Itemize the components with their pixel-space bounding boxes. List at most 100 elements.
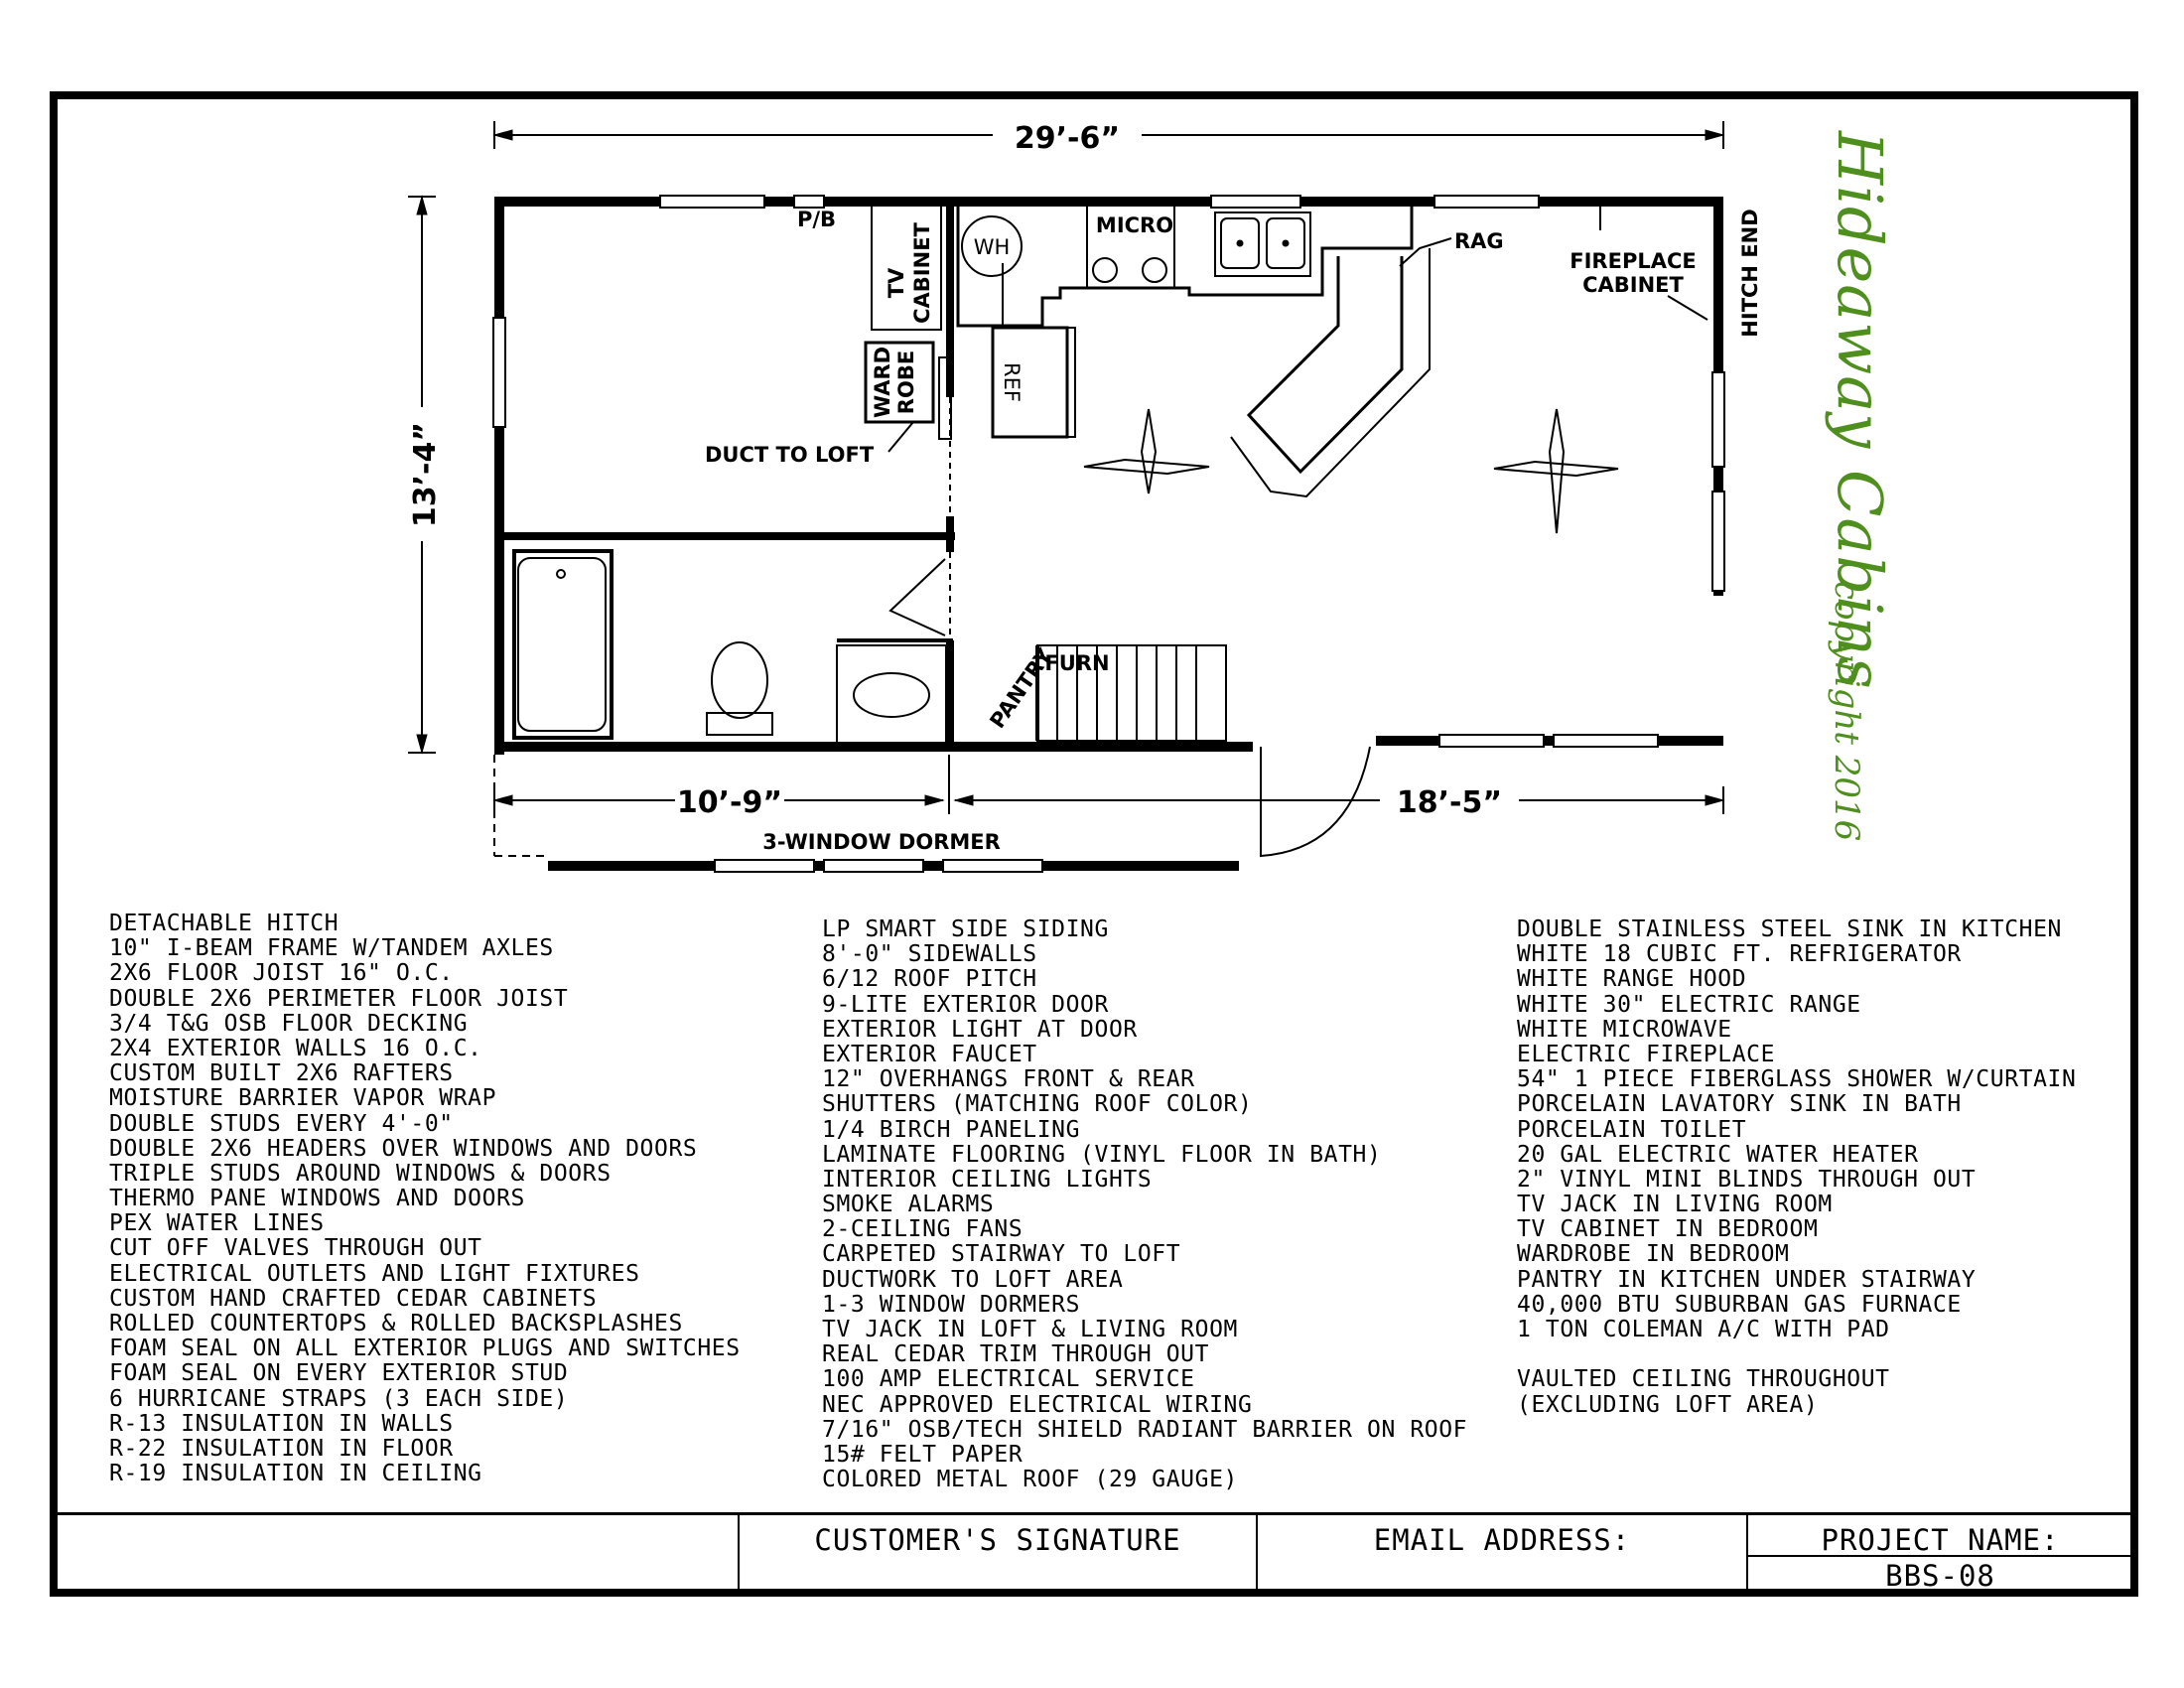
project-cell: PROJECT NAME: BBS-08 (1746, 1515, 2132, 1595)
spec-item: 100 AMP ELECTRICAL SERVICE (822, 1366, 1195, 1393)
spec-item: LAMINATE FLOORING (VINYL FLOOR IN BATH) (822, 1141, 1382, 1168)
spec-item: DOUBLE STUDS EVERY 4'-0" (109, 1110, 454, 1137)
windows (492, 195, 1725, 748)
label-dormer: 3-WINDOW DORMER (762, 830, 1001, 854)
stairway (1035, 644, 1227, 742)
label-micro: MICRO (1096, 213, 1173, 237)
spec-item: (EXCLUDING LOFT AREA) (1517, 1391, 1819, 1418)
spec-item: EXTERIOR LIGHT AT DOOR (822, 1016, 1138, 1043)
spec-item: PORCELAIN TOILET (1517, 1116, 1747, 1143)
spec-item: WHITE 18 CUBIC FT. REFRIGERATOR (1517, 941, 1962, 968)
spec-item: R-22 INSULATION IN FLOOR (109, 1435, 454, 1462)
spec-item: EXTERIOR FAUCET (822, 1041, 1037, 1067)
lavatory (836, 644, 947, 744)
spec-item: SHUTTERS (MATCHING ROOF COLOR) (822, 1091, 1253, 1118)
spec-item: DOUBLE 2X6 HEADERS OVER WINDOWS AND DOOR… (109, 1135, 698, 1162)
spec-item: 8'-0" SIDEWALLS (822, 941, 1037, 968)
spec-item: FOAM SEAL ON ALL EXTERIOR PLUGS AND SWIT… (109, 1336, 741, 1362)
label-fireplace-cabinet: CABINET (1582, 273, 1684, 297)
email-label: EMAIL ADDRESS: (1373, 1523, 1631, 1557)
project-divider (1748, 1555, 2132, 1557)
dormer (493, 755, 1239, 873)
spec-item: 2X4 EXTERIOR WALLS 16 O.C. (109, 1035, 482, 1061)
spec-item: 10" I-BEAM FRAME W/TANDEM AXLES (109, 935, 554, 962)
spec-item: R-19 INSULATION IN CEILING (109, 1461, 482, 1487)
sheet-border (50, 91, 2138, 1597)
spec-item: REAL CEDAR TRIM THROUGH OUT (822, 1341, 1210, 1368)
bathtub (512, 549, 614, 740)
toilet (711, 641, 768, 719)
email-cell[interactable]: EMAIL ADDRESS: (1256, 1515, 1746, 1595)
spec-item: TRIPLE STUDS AROUND WINDOWS & DOORS (109, 1160, 612, 1187)
spec-item: 2" VINYL MINI BLINDS THROUGH OUT (1517, 1166, 1977, 1193)
spec-item: LP SMART SIDE SIDING (822, 916, 1109, 942)
signature-label: CUSTOMER'S SIGNATURE (814, 1523, 1181, 1557)
label-furn: FURN (1044, 651, 1109, 675)
spec-item: 20 GAL ELECTRIC WATER HEATER (1517, 1141, 1919, 1168)
spec-item (1517, 1342, 2076, 1367)
label-hitch-end: HITCH END (1738, 209, 1762, 337)
spec-item: 1-3 WINDOW DORMERS (822, 1291, 1081, 1318)
spec-item: 7/16" OSB/TECH SHIELD RADIANT BARRIER ON… (822, 1416, 1468, 1443)
spec-item: 1 TON COLEMAN A/C WITH PAD (1517, 1317, 1890, 1342)
spec-item: DOUBLE STAINLESS STEEL SINK IN KITCHEN (1517, 916, 2062, 942)
spec-item: MOISTURE BARRIER VAPOR WRAP (109, 1085, 497, 1112)
wardrobe (864, 341, 935, 424)
ceiling-fan-left (1083, 408, 1210, 494)
spec-item: 6 HURRICANE STRAPS (3 EACH SIDE) (109, 1385, 569, 1412)
label-fireplace: FIREPLACE (1570, 249, 1696, 273)
entry-door (1260, 746, 1371, 858)
spec-item: 1/4 BIRCH PANELING (822, 1116, 1081, 1143)
spec-item: NEC APPROVED ELECTRICAL WIRING (822, 1391, 1253, 1418)
spec-item: WARDROBE IN BEDROOM (1517, 1241, 1790, 1268)
spec-item: WHITE MICROWAVE (1517, 1016, 1732, 1043)
project-label: PROJECT NAME: (1821, 1523, 2060, 1557)
label-tv: TV (885, 267, 908, 298)
spec-item: 2-CEILING FANS (822, 1216, 1024, 1243)
spec-item: R-13 INSULATION IN WALLS (109, 1410, 454, 1437)
spec-item: CUSTOM BUILT 2X6 RAFTERS (109, 1060, 454, 1087)
spec-item: TV CABINET IN BEDROOM (1517, 1216, 1819, 1243)
spec-item: 6/12 ROOF PITCH (822, 966, 1037, 993)
bathroom-door (888, 558, 946, 636)
signature-cell[interactable]: CUSTOMER'S SIGNATURE (738, 1515, 1256, 1595)
ceiling-fan-right (1493, 408, 1619, 534)
label-pb: P/B (797, 208, 836, 231)
spec-item: 2X6 FLOOR JOIST 16" O.C. (109, 960, 454, 987)
spec-item: CARPETED STAIRWAY TO LOFT (822, 1241, 1181, 1268)
label-rag: RAG (1454, 229, 1504, 253)
spec-item: TV JACK IN LIVING ROOM (1517, 1192, 1833, 1218)
label-wh: WH (974, 235, 1011, 259)
dimension-overall-depth (408, 195, 436, 755)
spec-item: WHITE RANGE HOOD (1517, 966, 1747, 993)
spec-item: COLORED METAL ROOF (29 GAUGE) (822, 1467, 1238, 1493)
spec-item: ROLLED COUNTERTOPS & ROLLED BACKSPLASHES (109, 1311, 683, 1336)
label-duct-to-loft: DUCT TO LOFT (705, 443, 875, 467)
spec-item: PEX WATER LINES (109, 1210, 325, 1237)
spec-item: PORCELAIN LAVATORY SINK IN BATH (1517, 1091, 1962, 1118)
kitchen-sink (1214, 211, 1311, 277)
spec-item: 40,000 BTU SUBURBAN GAS FURNACE (1517, 1291, 1962, 1318)
spec-item: FOAM SEAL ON EVERY EXTERIOR STUD (109, 1360, 569, 1387)
spec-item: DOUBLE 2X6 PERIMETER FLOOR JOIST (109, 985, 569, 1012)
dimension-overall-width (492, 121, 1725, 149)
kitchen-counter (956, 206, 1414, 328)
dim-right-section: 18’-5” (1397, 785, 1502, 820)
dim-left-section: 10’-9” (677, 785, 782, 820)
spec-item: SMOKE ALARMS (822, 1192, 995, 1218)
label-robe: ROBE (894, 351, 918, 414)
spec-item: 15# FELT PAPER (822, 1441, 1024, 1468)
spec-item: PANTRY IN KITCHEN UNDER STAIRWAY (1517, 1266, 1977, 1293)
dim-overall-width: 29’-6” (1015, 121, 1120, 156)
spec-item: 12" OVERHANGS FRONT & REAR (822, 1066, 1195, 1093)
spec-item: VAULTED CEILING THROUGHOUT (1517, 1366, 1890, 1393)
spec-item: THERMO PANE WINDOWS AND DOORS (109, 1186, 525, 1212)
dim-overall-depth: 13’-4” (408, 422, 443, 527)
spec-item: 54" 1 PIECE FIBERGLASS SHOWER W/CURTAIN (1517, 1066, 2077, 1093)
spec-item: 9-LITE EXTERIOR DOOR (822, 991, 1109, 1018)
spec-item: ELECTRIC FIREPLACE (1517, 1041, 1776, 1067)
